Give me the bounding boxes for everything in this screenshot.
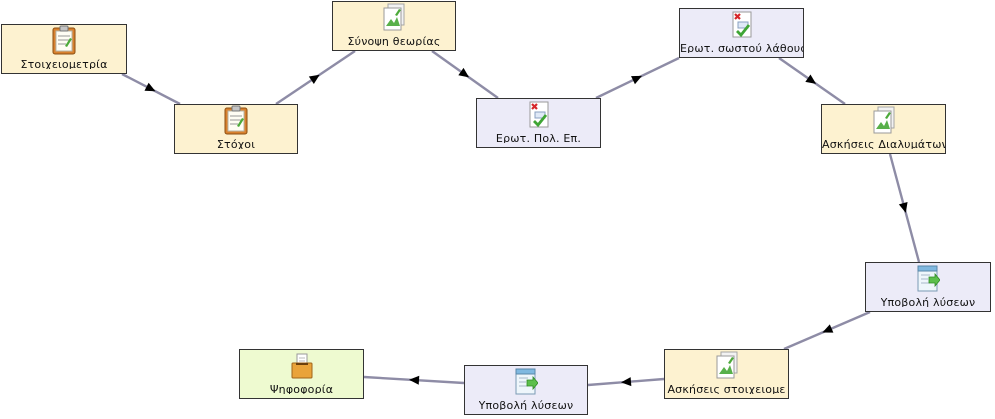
arrowhead [308,74,320,85]
edge-n9-n10 [363,375,465,385]
node-label: Σύνοψη θεωρίας [347,35,441,46]
node-label: Ερωτ. σωστού λάθους [680,42,803,53]
flow-node-n4[interactable]: Ερωτ. Πολ. Επ. [476,98,601,148]
arrowhead [631,75,643,85]
node-label: Στόχοι [216,138,256,149]
flow-node-n9[interactable]: Υποβολή λύσεων [464,365,588,415]
node-label: Ερωτ. Πολ. Επ. [495,132,582,143]
flow-node-n6[interactable]: Ασκήσεις Διαλυμάτων [821,104,946,154]
flow-node-n3[interactable]: Σύνοψη θεωρίας [332,1,456,51]
edge-n2-n3 [275,50,356,105]
arrowhead [822,324,834,333]
edge-n4-n5 [595,56,680,100]
flow-node-n5[interactable]: Ερωτ. σωστού λάθους [679,8,804,58]
flow-node-n8[interactable]: Ασκήσεις στοιχειομε [664,349,789,399]
edge-n3-n4 [431,50,499,99]
clipboard-icon [52,25,76,55]
upload-form-icon [916,263,941,293]
node-label: Ψηφοφορία [269,383,334,394]
arrowhead [805,74,817,84]
document-image-icon [715,350,739,380]
ballot-box-icon [290,350,314,380]
edge-n6-n7 [888,153,921,263]
arrowhead [621,377,632,387]
edge-n7-n8 [783,310,871,351]
node-label: Ασκήσεις στοιχειομε [667,383,786,394]
document-image-icon [382,2,406,32]
arrowhead [898,202,908,213]
edge-n1-n2 [121,72,181,106]
document-image-icon [872,105,896,135]
node-label: Ασκήσεις Διαλυμάτων [822,138,945,149]
node-label: Υποβολή λύσεων [478,399,574,410]
arrowhead [144,82,156,92]
arrowhead [458,67,470,78]
edge-n5-n6 [778,57,846,105]
node-label: Στοιχειομετρία [20,58,108,69]
flow-node-n2[interactable]: Στόχοι [174,104,298,154]
upload-form-icon [514,366,539,396]
clipboard-icon [224,105,248,135]
flow-node-n10[interactable]: Ψηφοφορία [239,349,364,399]
node-label: Υποβολή λύσεων [880,296,976,307]
flow-node-n1[interactable]: Στοιχειομετρία [1,24,127,74]
edge-n8-n9 [587,377,665,387]
quiz-check-icon [527,99,551,129]
quiz-check-icon [730,9,754,39]
flow-node-n7[interactable]: Υποβολή λύσεων [865,262,991,312]
arrowhead [409,375,420,385]
